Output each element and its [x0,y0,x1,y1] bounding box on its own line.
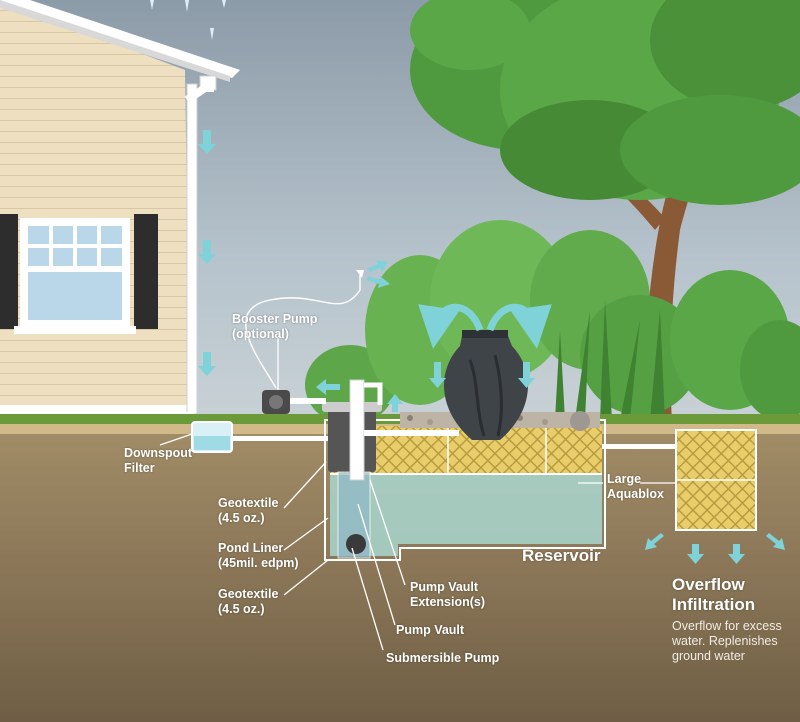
fountain-urn-icon [444,330,528,440]
geotextile-bottom-label-line1: Geotextile [218,587,279,601]
overflow-infiltration-title: Overflow Infiltration [672,575,755,615]
pump-vault-icon [322,379,459,559]
geotextile-bottom-label-line2: (4.5 oz.) [218,602,265,616]
overflow-desc-line3: ground water [672,649,745,663]
geotextile-bottom-label: Geotextile (4.5 oz.) [218,587,278,617]
pump-vault-label: Pump Vault [396,623,465,637]
pump-vault-extension-label: Pump Vault Extension(s) [410,580,485,610]
geotextile-top-label-line2: (4.5 oz.) [218,511,265,525]
submersible-pump-label: Submersible Pump [386,651,500,665]
large-aquablox-label-line1: Large [607,472,642,486]
downspout-filter-label-line2: Filter [124,461,155,475]
booster-pump-label-line1: Booster Pump [232,312,318,326]
booster-pump-label-line2: (optional) [232,327,289,341]
water-arrow-icon [645,533,785,564]
overflow-title-line2: Infiltration [672,595,756,614]
left-shutter [0,214,18,329]
geotextile-top-label: Geotextile (4.5 oz.) [218,496,278,526]
downspout-filter [191,421,233,453]
pump-vault-extension-label-line1: Pump Vault [410,580,479,594]
house [0,0,240,423]
window [14,218,136,334]
downspout-filter-label-line1: Downspout [124,446,193,460]
large-aquablox-label-line2: Aquablox [607,487,664,501]
inlet-pipe [232,436,332,441]
water-arrow-icon [418,303,552,349]
reservoir [324,419,606,561]
pond-liner-label: Pond Liner (45mil. edpm) [218,541,299,571]
tree [410,0,800,420]
booster-pump-icon [245,270,364,414]
pump-vault-extension-label-line2: Extension(s) [410,595,486,609]
booster-pump-label: Booster Pump (optional) [232,312,317,342]
leader-lines [159,338,676,651]
large-aquablox-label: Large Aquablox [607,472,664,502]
overflow-title-line1: Overflow [672,575,745,594]
overflow-desc-line1: Overflow for excess [672,619,782,633]
aquablox-crate-icon [675,429,757,531]
rain-drop-icon [150,0,226,40]
water-arrow-icon [367,260,390,288]
reservoir-label: Reservoir [522,546,601,565]
geotextile-top-label-line1: Geotextile [218,496,279,510]
downspout-filter-label: Downspout Filter [124,446,192,476]
right-shutter [134,214,158,329]
overflow-desc-line2: water. Replenishes [672,634,778,648]
pond-liner-label-line1: Pond Liner [218,541,284,555]
water-arrow-icon [429,362,535,388]
pond-liner-label-line2: (45mil. edpm) [218,556,299,570]
overflow-description: Overflow for excess water. Replenishes g… [672,619,782,664]
overflow-pipe [602,444,678,449]
